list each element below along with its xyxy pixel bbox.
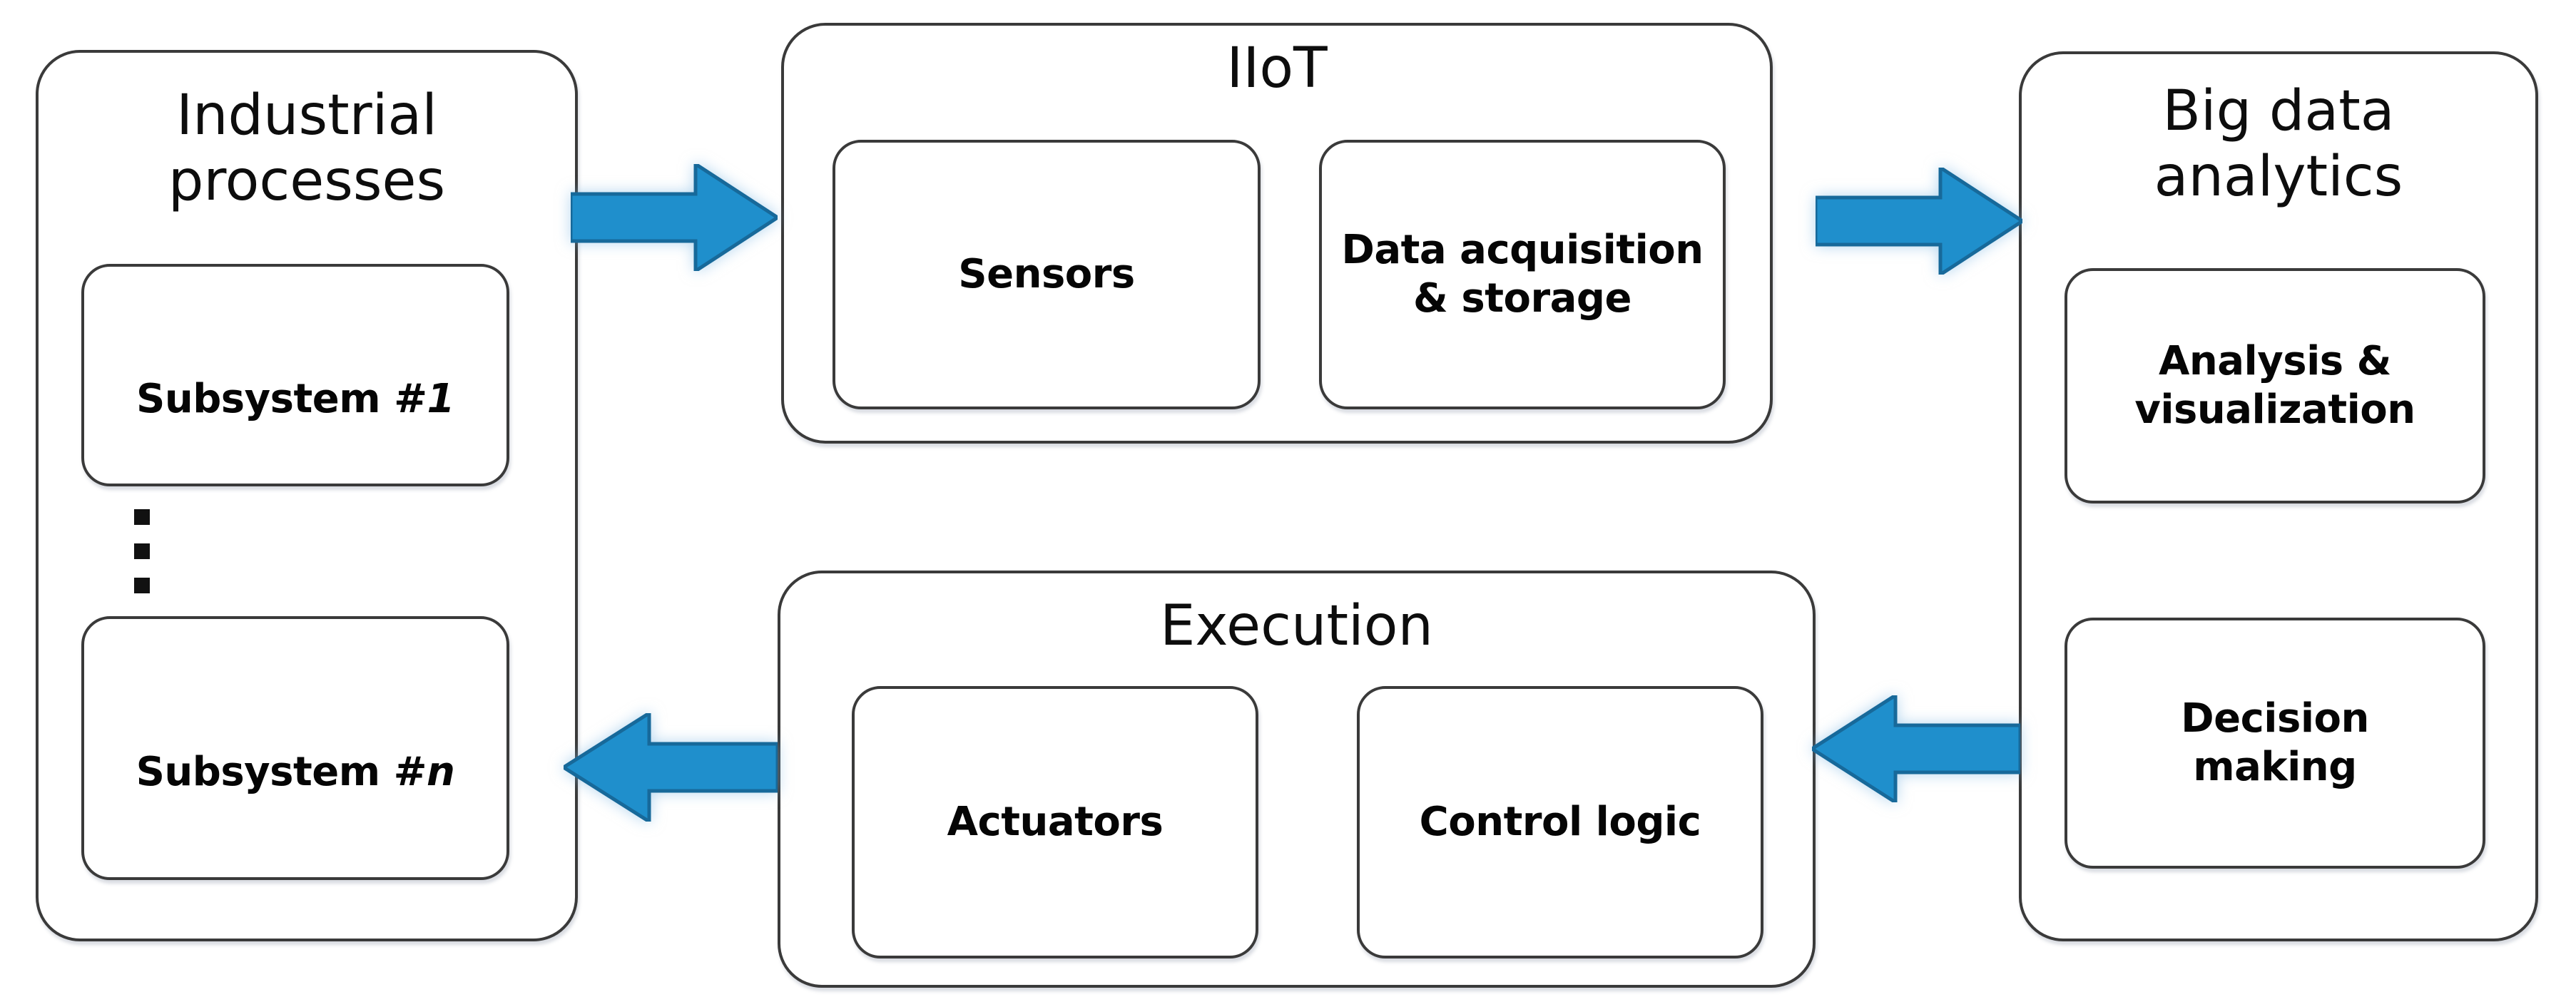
ellipsis-dot (134, 509, 150, 525)
subsystem-1-index: 1 (427, 376, 455, 422)
box-decision-making[interactable]: Decision making (2065, 618, 2485, 869)
box-analysis-visualization[interactable]: Analysis & visualization (2065, 268, 2485, 503)
arrow-analytics-to-execution (1812, 695, 2020, 802)
box-sensors[interactable]: Sensors (833, 140, 1261, 409)
subsystem-n-prefix: Subsystem # (136, 749, 427, 795)
subsystem-1-prefix: Subsystem # (136, 376, 427, 422)
panel-title-industrial-processes: Industrial processes (168, 83, 446, 214)
box-label-decision-making: Decision making (2181, 695, 2369, 790)
ellipsis-dot (134, 578, 150, 593)
arrow-execution-to-processes (564, 713, 778, 822)
panel-title-execution: Execution (1160, 594, 1433, 658)
box-label-control-logic: Control logic (1419, 798, 1701, 845)
box-label-analysis-visualization: Analysis & visualization (2134, 337, 2415, 433)
panel-industrial-processes[interactable]: Industrial processes Subsystem #1 Subsys… (36, 50, 578, 941)
vertical-ellipsis-icon (134, 509, 150, 593)
box-label-actuators: Actuators (947, 798, 1164, 845)
arrow-iiot-to-analytics (1816, 168, 2022, 275)
box-control-logic[interactable]: Control logic (1357, 686, 1763, 958)
panel-title-iiot: IIoT (1226, 36, 1328, 101)
ellipsis-dot (134, 543, 150, 559)
box-label-data-acquisition-storage: Data acquisition & storage (1341, 226, 1704, 322)
box-label-subsystem-1: Subsystem #1 (136, 327, 454, 424)
box-data-acquisition-storage[interactable]: Data acquisition & storage (1319, 140, 1726, 409)
panel-title-big-data-analytics: Big data analytics (2154, 79, 2403, 210)
box-subsystem-1[interactable]: Subsystem #1 (81, 264, 509, 486)
box-subsystem-n[interactable]: Subsystem #n (81, 616, 509, 880)
box-label-sensors: Sensors (958, 250, 1135, 297)
subsystem-n-index: n (427, 749, 455, 795)
panel-iiot[interactable]: IIoT Sensors Data acquisition & storage (781, 23, 1773, 444)
panel-big-data-analytics[interactable]: Big data analytics Analysis & visualizat… (2019, 51, 2538, 941)
box-label-subsystem-n: Subsystem #n (136, 700, 455, 797)
panel-execution[interactable]: Execution Actuators Control logic (778, 571, 1816, 988)
arrow-processes-to-iiot (571, 164, 778, 271)
box-actuators[interactable]: Actuators (852, 686, 1258, 958)
